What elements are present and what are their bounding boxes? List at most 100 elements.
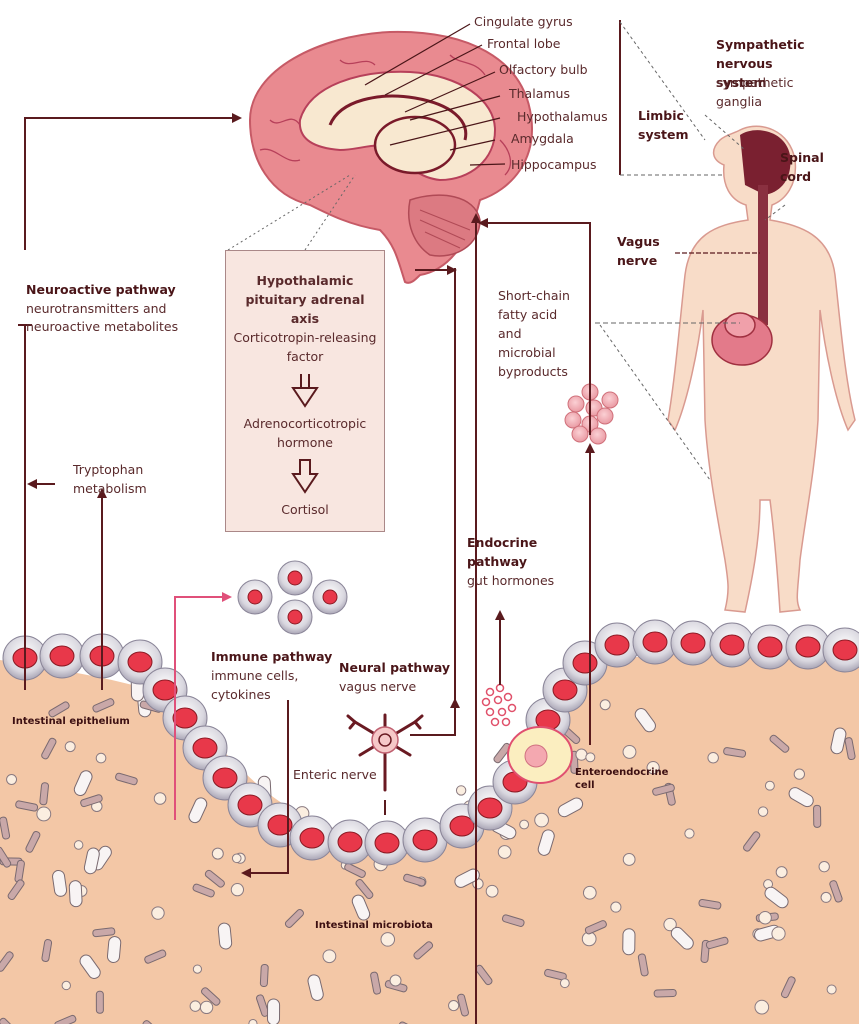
epithelial-cell [785, 624, 831, 670]
microbe-bacillus [52, 869, 68, 897]
microbe-rod [344, 862, 366, 878]
hpa-crf-1: Corticotropin-releasing [233, 330, 377, 345]
label-spinal-cord: Spinal cord [780, 150, 824, 184]
microbe-rod [652, 783, 675, 796]
microbe-coccus [199, 1000, 214, 1015]
microbe-bacillus [788, 787, 814, 808]
microbe-coccus [775, 866, 788, 879]
microbe-coccus [758, 911, 772, 925]
microbe-rod [201, 987, 221, 1006]
microbe-bacillus [68, 880, 83, 908]
microbe-bacillus [557, 797, 584, 818]
microbe-coccus [585, 752, 596, 763]
enteroendocrine-line2: cell [575, 780, 595, 791]
epithelial-cell [670, 620, 716, 666]
microbe-rod [0, 846, 12, 868]
microbe-rod [259, 963, 269, 988]
microbe-bacillus [454, 868, 480, 888]
down-arrow-icon [291, 374, 319, 408]
hormone-particle [485, 687, 495, 697]
label-limbic-system: Limbic system [638, 108, 689, 142]
microbe-coccus [559, 978, 570, 989]
hpa-axis-box: Hypothalamic pituitary adrenal axis Cort… [225, 250, 385, 532]
microbe-rod [39, 782, 49, 806]
microbe-rod [769, 734, 790, 753]
hpa-acth-1: Adrenocorticotropic [243, 416, 367, 431]
enteric-neuron [346, 713, 424, 792]
brain-illustration [248, 30, 533, 284]
scfa-particle [571, 425, 589, 443]
microbe-rod [355, 879, 374, 900]
gut-hormone-particles [481, 683, 517, 727]
epithelial-cell [39, 633, 85, 679]
microbe-coccus [6, 774, 18, 785]
microbe-rod [115, 772, 138, 786]
microbe-rod [15, 800, 39, 812]
label-cingulate-gyrus: Cingulate gyrus [474, 14, 573, 29]
microbe-coccus [151, 906, 165, 920]
microbe-rod [204, 869, 225, 888]
microbe-coccus [622, 853, 636, 866]
microbe-rod [25, 830, 41, 853]
pathway-arrows [18, 113, 595, 1024]
microbe-coccus [455, 785, 467, 796]
microbe-rod [80, 794, 103, 808]
microbe-bacillus [106, 936, 122, 963]
immune-cell [277, 560, 313, 596]
microbe-coccus [582, 885, 597, 900]
microbe-rod [544, 968, 567, 981]
neuroactive-line1: neurotransmitters and [26, 301, 167, 316]
scfa-particles [564, 383, 619, 445]
microbe-coccus [757, 806, 769, 817]
scfa-particle [601, 391, 619, 409]
microbe-coccus [519, 819, 530, 830]
microbe-coccus [380, 932, 396, 947]
microbe-bacillus [83, 847, 100, 875]
microbe-coccus [36, 806, 52, 822]
microbe-coccus [485, 884, 499, 898]
epithelial-cells [2, 619, 859, 866]
tryptophan-line1: Tryptophan [73, 462, 144, 477]
epithelial-cell [747, 624, 793, 670]
label-hippocampus: Hippocampus [511, 157, 597, 172]
hormone-particle [490, 717, 500, 727]
intestinal-epithelium-label: Intestinal epithelium [12, 716, 130, 727]
microbe-rod [0, 951, 14, 972]
microbe-coccus [820, 891, 832, 903]
epithelial-cell [594, 622, 640, 668]
enteric-nerve-label: Enteric nerve [293, 767, 377, 782]
down-arrow-icon [291, 459, 319, 494]
immune-cell [312, 579, 348, 615]
hormone-particle [485, 707, 495, 717]
scfa-line3: and [498, 326, 522, 341]
label-sympathetic-ganglia: sympathetic ganglia [716, 75, 794, 109]
microbe-bacillus [670, 926, 694, 950]
epithelial-cell [709, 622, 755, 668]
microbe-rod [813, 804, 822, 828]
microbe-rod [653, 988, 677, 998]
tryptophan-line2: metabolism [73, 481, 147, 496]
microbe-coccus [389, 974, 402, 987]
hormone-particle [503, 692, 513, 702]
microbe-coccus [322, 949, 337, 964]
hpa-cortisol: Cortisol [281, 502, 329, 517]
microbe-bacillus [307, 974, 324, 1001]
scfa-particle [589, 427, 607, 445]
human-body [667, 125, 856, 613]
scfa-particle [564, 411, 582, 429]
hpa-crf-2: factor [286, 349, 324, 364]
label-sympathetic-nervous-system: Sympathetic nervous system [716, 37, 805, 90]
microbe-rod [584, 920, 607, 935]
scfa-line5: byproducts [498, 364, 568, 379]
neuroactive-line2: neuroactive metabolites [26, 319, 179, 334]
microbe-bacillus [830, 727, 847, 755]
microbe-coccus [231, 853, 242, 864]
microbe-rod [92, 927, 116, 938]
microbe-coccus [793, 768, 805, 780]
microbe-coccus [153, 792, 167, 805]
microbe-rod [256, 994, 270, 1017]
microbe-rod [829, 880, 843, 903]
microbes [0, 674, 856, 1028]
scfa-particle [596, 407, 614, 425]
